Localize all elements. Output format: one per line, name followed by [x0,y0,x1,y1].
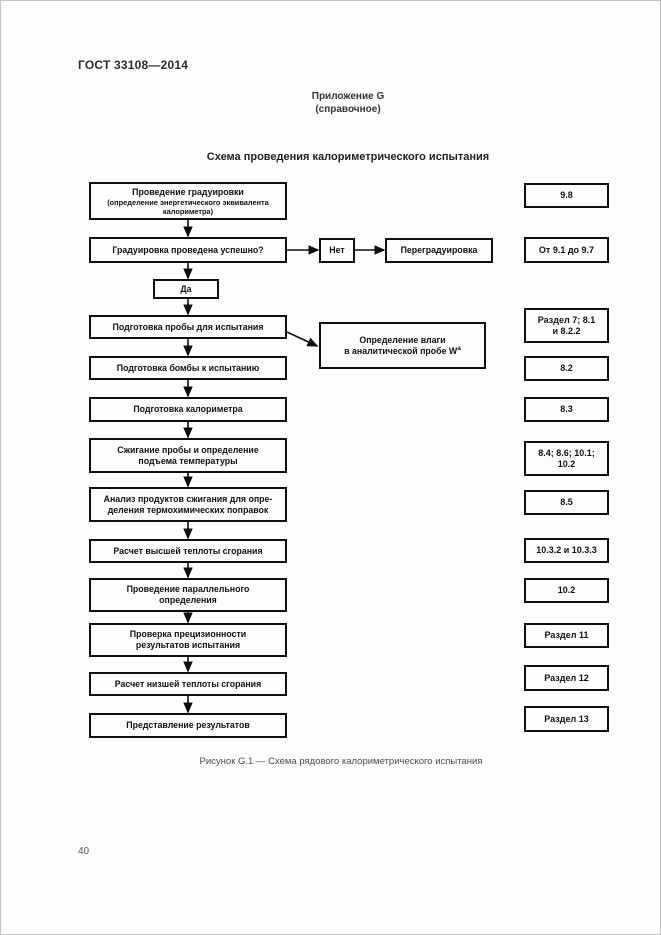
diagram-title: Схема проведения калориметрического испы… [206,151,490,163]
flow-step-text: (определение энергетического эквивалента [107,197,269,207]
section-ref: 9.8 [524,183,609,208]
flow-step-text: подъема температуры [138,455,238,466]
flow-step-text: Подготовка бомбы к испытанию [116,362,260,373]
flow-step-gross-calorific-value: Расчет высшей теплоты сгорания [89,539,287,563]
section-ref: 8.5 [524,490,609,515]
flow-branch-no-label: Нет [329,245,345,255]
flow-step-text: Анализ продуктов сжигания для опре- [103,493,273,504]
appendix-heading: Приложение G (справочное) [1,90,660,116]
section-ref: 10.2 [524,578,609,603]
flow-step-net-calorific-value: Расчет низшей теплоты сгорания [89,672,287,696]
flow-step-text: Представление результатов [126,720,250,730]
figure-caption: Рисунок G.1 — Схема рядового калориметри… [199,756,483,767]
flow-branch-no: Нет [319,238,355,263]
section-ref-text: Раздел 12 [544,672,589,683]
flow-step-results-presentation: Представление результатов [89,713,287,738]
flow-step-text: Проведение градуировки [132,186,244,197]
flow-step-combustion-products-analysis: Анализ продуктов сжигания для опре- деле… [89,487,287,522]
section-ref: 8.2 [524,356,609,381]
section-ref-text: 8.5 [560,497,573,507]
section-ref: От 9.1 до 9.7 [524,237,609,263]
flow-step-recalibration: Переградуировка [385,238,493,263]
moisture-text: в аналитической пробе W [344,345,458,356]
flow-step-text: Сжигание пробы и определение [117,444,259,455]
flow-step-text: деления термохимических поправок [107,504,269,515]
flow-step-text: в аналитической пробе Wa [344,344,461,357]
flow-step-text: определения [159,595,217,605]
section-ref-text: 8.4; 8.6; 10.1; [538,447,595,458]
section-ref: 8.4; 8.6; 10.1; 10.2 [524,441,609,476]
section-ref-text: 10.3.2 и 10.3.3 [536,545,597,555]
section-ref-text: 8.2 [560,363,573,373]
flow-step-text: Подготовка калориметра [133,404,243,414]
section-ref: Раздел 7; 8.1 и 8.2.2 [524,308,609,343]
page-number: 40 [78,846,90,857]
flow-step-text: Переградуировка [400,245,478,255]
section-ref-text: От 9.1 до 9.7 [538,244,595,255]
flow-decision-calibration-ok: Градуировка проведена успешно? [89,237,287,263]
section-ref-text: 10.2 [557,585,576,595]
section-ref-text: Раздел 11 [544,630,589,640]
section-ref-text: 8.3 [560,404,573,414]
section-ref-text: 9.8 [560,190,573,200]
appendix-subtitle: (справочное) [315,104,381,115]
flow-branch-yes-label: Да [180,283,192,294]
section-ref-text: 10.2 [557,458,576,469]
appendix-title: Приложение G [311,91,385,102]
flow-step-moisture-determination: Определение влаги в аналитической пробе … [319,322,486,369]
flow-step-text: Определение влаги [359,334,446,345]
standard-number: ГОСТ 33108—2014 [78,58,189,72]
flow-step-combustion: Сжигание пробы и определение подъема тем… [89,438,287,473]
section-ref-text: Раздел 13 [544,713,589,724]
flow-step-text: Подготовка пробы для испытания [112,321,264,332]
section-ref-text: Раздел 7; 8.1 [537,314,596,325]
flow-step-text: Проведение параллельного [126,584,250,594]
flow-step-text: Проверка прецизионности [129,629,247,639]
flow-branch-yes: Да [153,279,219,299]
flow-step-parallel-determination: Проведение параллельного определения [89,578,287,612]
flow-step-text: калориметра) [162,206,214,216]
flow-step-sample-preparation: Подготовка пробы для испытания [89,315,287,339]
flow-step-text: Градуировка проведена успешно? [112,244,264,255]
flow-step-calibration: Проведение градуировки (определение энер… [89,182,287,220]
flow-step-text: Расчет высшей теплоты сгорания [113,545,263,556]
section-ref: 10.3.2 и 10.3.3 [524,538,609,563]
section-ref-text: и 8.2.2 [552,325,581,336]
section-ref: Раздел 13 [524,706,609,732]
flow-step-text: результатов испытания [135,640,241,650]
moisture-superscript: a [457,344,461,352]
section-ref: Раздел 12 [524,665,609,691]
section-ref: Раздел 11 [524,623,609,648]
flow-step-text: Расчет низшей теплоты сгорания [114,678,262,689]
flow-step-calorimeter-preparation: Подготовка калориметра [89,397,287,422]
section-ref: 8.3 [524,397,609,422]
flow-step-precision-check: Проверка прецизионности результатов испы… [89,623,287,657]
flow-step-bomb-preparation: Подготовка бомбы к испытанию [89,356,287,380]
